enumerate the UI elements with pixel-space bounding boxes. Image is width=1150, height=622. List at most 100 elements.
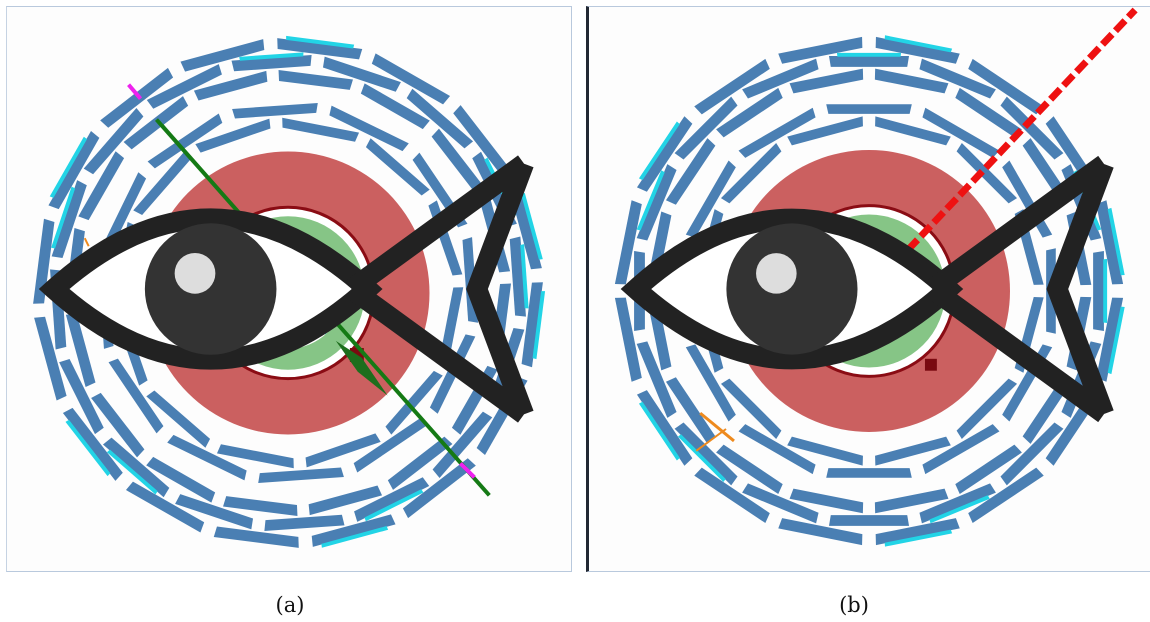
muon-chamber-segment <box>83 107 144 175</box>
muon-chamber-segment <box>694 58 770 115</box>
muon-chamber-segment <box>1096 297 1124 382</box>
muon-chamber-segment <box>91 392 145 458</box>
muon-chamber-hit <box>49 136 88 198</box>
muon-chamber-hit <box>884 529 953 547</box>
muon-chamber-segment <box>193 70 268 101</box>
muon-chamber-segment <box>258 467 344 484</box>
muon-chamber-segment <box>62 407 123 481</box>
muon-chamber-segment <box>1000 96 1064 160</box>
muon-chamber-segment <box>406 88 474 149</box>
event-display-panel-a <box>6 6 572 572</box>
muon-chamber-segment <box>278 69 353 90</box>
muon-chamber-segment <box>385 370 443 435</box>
muon-chamber-segment <box>665 138 716 205</box>
muon-chamber-segment <box>956 142 1018 204</box>
muon-chamber-segment <box>778 518 863 546</box>
muon-chamber-hit <box>1103 258 1108 324</box>
muon-chamber-segment <box>968 467 1044 524</box>
muon-chamber-segment <box>828 515 910 526</box>
muon-chamber-segment <box>968 58 1044 115</box>
muon-chamber-segment <box>521 282 543 368</box>
muon-chamber-segment <box>146 390 211 448</box>
muon-chamber-segment <box>308 485 383 516</box>
muon-chamber-segment <box>787 116 863 146</box>
muon-chamber-segment <box>432 411 493 479</box>
muon-chamber-hit <box>521 192 543 260</box>
muon-chamber-segment <box>674 422 738 486</box>
muon-chamber-segment <box>720 378 782 440</box>
muon-chamber-segment <box>108 358 164 434</box>
muon-chamber-segment <box>956 378 1018 440</box>
caption-a: (a) <box>275 593 305 617</box>
muon-chamber-hit <box>51 186 76 249</box>
muon-chamber-segment <box>826 104 912 114</box>
muon-chamber-segment <box>453 105 514 179</box>
muon-chamber-segment <box>875 436 951 466</box>
muon-chamber-segment <box>125 481 205 533</box>
eye-fish-icon[interactable] <box>7 7 571 571</box>
muon-chamber-segment <box>180 39 265 72</box>
muon-chamber-segment <box>100 172 147 252</box>
muon-chamber-segment <box>955 444 1022 495</box>
muon-hit <box>699 411 735 443</box>
muon-chamber-segment <box>826 468 912 478</box>
muon-chamber-segment <box>387 436 453 490</box>
muon-chamber-segment <box>674 96 738 160</box>
muon-chamber-segment <box>778 36 863 64</box>
muon-chamber-segment <box>277 38 363 60</box>
muon-chamber-segment <box>354 477 430 522</box>
muon-chamber-segment <box>167 434 247 481</box>
muon-chamber-segment <box>51 180 87 259</box>
muon-chamber-segment <box>874 68 949 94</box>
event-display-panel-b <box>586 6 1150 572</box>
muon-chamber-hit <box>239 52 304 61</box>
muon-chamber-segment <box>720 142 782 204</box>
muon-chamber-segment <box>195 118 271 153</box>
muon-chamber-segment <box>322 56 401 92</box>
muon-chamber-segment <box>636 116 693 192</box>
eye-fish-icon[interactable] <box>589 7 1150 571</box>
muon-chamber-segment <box>282 117 360 142</box>
muon-chamber-segment <box>738 424 816 475</box>
muon-chamber-segment <box>922 107 1000 158</box>
muon-chamber-segment <box>48 130 100 210</box>
muon-hit <box>83 237 90 247</box>
muon-chamber-segment <box>685 344 736 422</box>
muon-chamber-segment <box>636 390 693 466</box>
muon-chamber-segment <box>614 200 642 285</box>
muon-chamber-segment <box>231 55 312 72</box>
muon-chamber-segment <box>34 316 67 401</box>
muon-chamber-segment <box>123 96 189 150</box>
muon-chamber-hit <box>638 121 680 181</box>
muon-chamber-hit <box>929 495 990 524</box>
muon-chamber-segment <box>360 83 430 130</box>
muon-hit <box>695 428 727 452</box>
muon-chamber-segment <box>213 526 299 548</box>
muon-chamber-segment <box>175 494 254 530</box>
muon-chamber-segment <box>716 87 783 138</box>
muon-chamber-segment <box>614 297 642 382</box>
muon-chamber-hit <box>884 35 953 53</box>
muon-chamber-segment <box>216 444 294 469</box>
muon-chamber-segment <box>694 467 770 524</box>
muon-chamber-segment <box>102 437 170 498</box>
muon-hit <box>127 83 143 100</box>
muon-chamber-segment <box>875 518 960 546</box>
muon-chamber-segment <box>146 64 222 109</box>
muon-chamber-segment <box>133 151 191 216</box>
muon-chamber-hit <box>520 244 529 309</box>
muon-chamber-segment <box>789 488 864 514</box>
muon-chamber-segment <box>636 164 677 241</box>
muon-chamber-hit <box>1107 306 1125 375</box>
muon-chamber-segment <box>919 58 996 99</box>
muon-chamber-segment <box>264 514 345 531</box>
muon-chamber-hit <box>836 52 902 57</box>
muon-chamber-segment <box>100 67 174 128</box>
muon-chamber-segment <box>371 53 451 105</box>
caption-b: (b) <box>839 593 869 617</box>
muon-chamber-segment <box>232 102 318 119</box>
muon-chamber-segment <box>742 58 819 99</box>
muon-chamber-segment <box>955 87 1022 138</box>
muon-chamber-segment <box>1000 422 1064 486</box>
muon-chamber-segment <box>146 456 216 503</box>
